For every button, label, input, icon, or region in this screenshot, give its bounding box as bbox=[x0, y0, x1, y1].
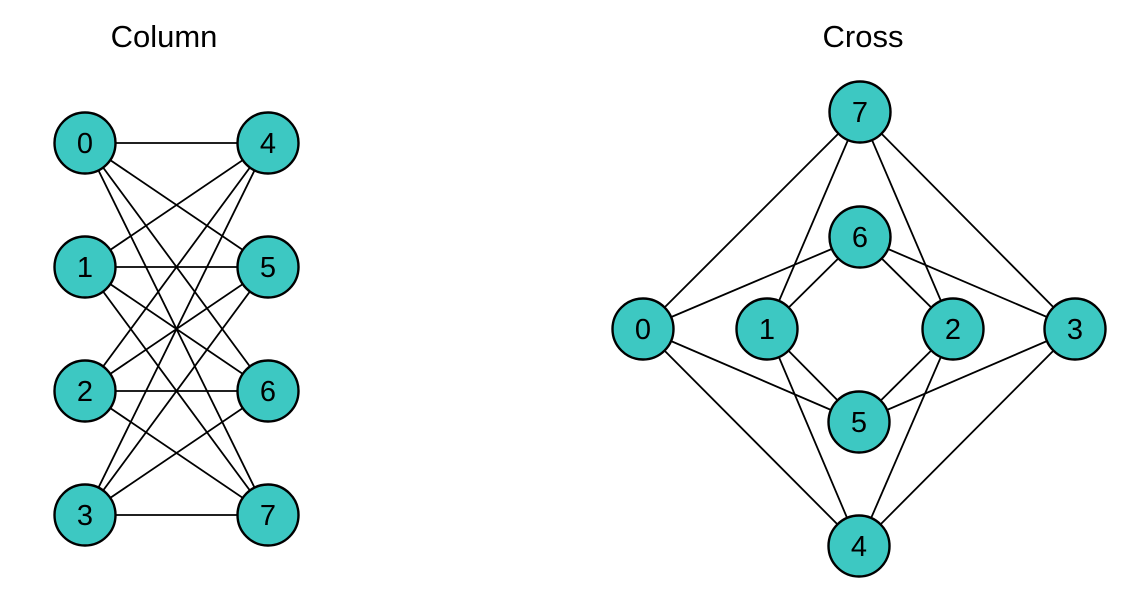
node-cross-7[interactable] bbox=[828, 80, 892, 144]
node-label-column-4: 4 bbox=[260, 128, 276, 160]
node-label-cross-4: 4 bbox=[851, 531, 867, 563]
edge-cross-0-7 bbox=[642, 111, 861, 330]
node-label-cross-1: 1 bbox=[759, 314, 775, 346]
node-cross-2[interactable] bbox=[921, 297, 985, 361]
node-label-column-3: 3 bbox=[77, 500, 93, 532]
node-column-1[interactable] bbox=[53, 235, 117, 299]
node-cross-3[interactable] bbox=[1043, 297, 1107, 361]
edge-cross-3-7 bbox=[859, 111, 1076, 330]
node-label-column-1: 1 bbox=[77, 252, 93, 284]
node-label-column-2: 2 bbox=[77, 376, 93, 408]
node-label-column-7: 7 bbox=[260, 500, 276, 532]
node-label-cross-0: 0 bbox=[635, 314, 651, 346]
edge-cross-2-7 bbox=[859, 111, 954, 330]
node-label-cross-6: 6 bbox=[852, 222, 868, 254]
node-column-4[interactable] bbox=[236, 111, 300, 175]
edge-cross-3-4 bbox=[858, 328, 1076, 547]
node-label-cross-5: 5 bbox=[851, 407, 867, 439]
edge-column-3-5 bbox=[84, 266, 269, 516]
node-label-cross-2: 2 bbox=[945, 314, 961, 346]
edge-column-2-4 bbox=[84, 142, 269, 392]
edge-column-3-6 bbox=[84, 390, 269, 516]
node-label-column-5: 5 bbox=[260, 252, 276, 284]
node-column-6[interactable] bbox=[236, 359, 300, 423]
edge-cross-3-5 bbox=[858, 328, 1076, 423]
node-column-7[interactable] bbox=[236, 483, 300, 547]
node-cross-1[interactable] bbox=[735, 297, 799, 361]
edge-cross-0-6 bbox=[642, 236, 861, 330]
node-label-column-0: 0 bbox=[77, 128, 93, 160]
node-cross-6[interactable] bbox=[828, 205, 892, 269]
node-label-column-6: 6 bbox=[260, 376, 276, 408]
node-label-cross-7: 7 bbox=[852, 97, 868, 129]
node-column-0[interactable] bbox=[53, 111, 117, 175]
edge-column-1-4 bbox=[84, 142, 269, 268]
node-column-2[interactable] bbox=[53, 359, 117, 423]
node-cross-4[interactable] bbox=[827, 514, 891, 578]
node-cross-0[interactable] bbox=[611, 297, 675, 361]
node-cross-5[interactable] bbox=[827, 390, 891, 454]
edge-cross-0-5 bbox=[642, 328, 860, 423]
edge-cross-3-6 bbox=[859, 236, 1076, 330]
edge-cross-2-4 bbox=[858, 328, 954, 547]
edge-column-3-4 bbox=[84, 142, 269, 516]
node-label-cross-3: 3 bbox=[1067, 314, 1083, 346]
node-column-5[interactable] bbox=[236, 235, 300, 299]
edge-cross-1-7 bbox=[766, 111, 861, 330]
graph-title-column: Column bbox=[110, 19, 218, 54]
edge-cross-0-4 bbox=[642, 328, 860, 547]
node-column-3[interactable] bbox=[53, 483, 117, 547]
graph-title-cross: Cross bbox=[822, 19, 904, 54]
edge-cross-1-4 bbox=[766, 328, 860, 547]
